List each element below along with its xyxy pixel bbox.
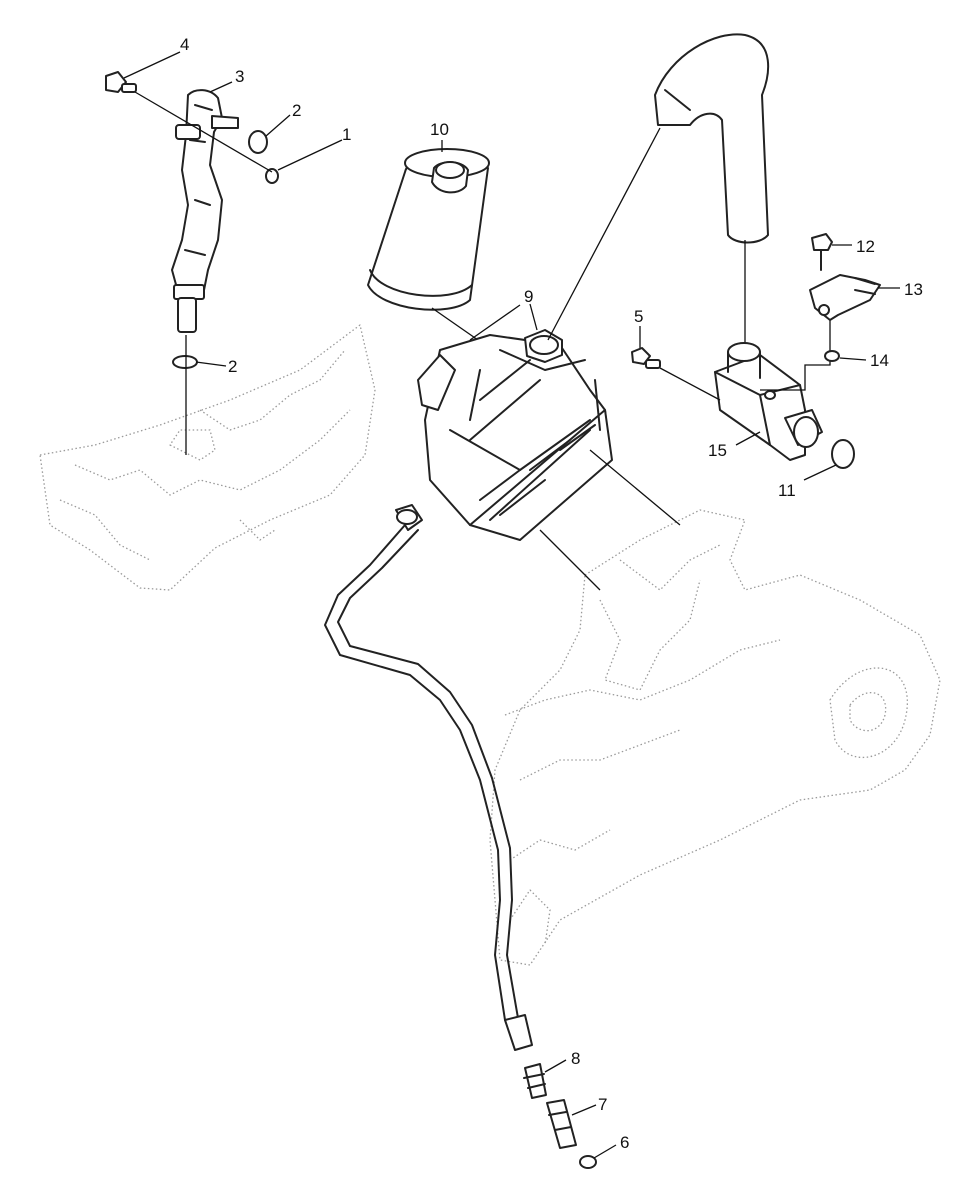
screw-axis-line xyxy=(659,367,721,401)
callout-12: 12 xyxy=(856,237,875,256)
callout-3: 3 xyxy=(235,67,244,86)
sensor xyxy=(809,274,881,321)
leader-14 xyxy=(839,357,867,361)
leader-8 xyxy=(544,1059,567,1073)
callout-10: 10 xyxy=(430,120,449,139)
o-ring-2-upper xyxy=(248,130,268,154)
bolt-axis-line xyxy=(134,91,273,173)
leader-11 xyxy=(803,464,837,481)
engine-housing-main xyxy=(489,509,941,966)
leader-7 xyxy=(571,1104,597,1116)
o-ring-1 xyxy=(265,168,279,184)
o-ring-2-lower xyxy=(172,355,198,369)
callout-6: 6 xyxy=(620,1133,629,1152)
pressure-regulator-valve xyxy=(714,342,823,461)
o-ring-14 xyxy=(824,350,840,362)
o-ring-6 xyxy=(579,1155,597,1169)
callout-5: 5 xyxy=(634,307,643,326)
callout-13: 13 xyxy=(904,280,923,299)
callout-8: 8 xyxy=(571,1049,580,1068)
drain-tube xyxy=(324,504,533,1051)
leader-4 xyxy=(123,51,181,79)
callout-1: 1 xyxy=(342,125,351,144)
leader-3 xyxy=(209,81,233,93)
filter-axis-line xyxy=(431,307,479,341)
callout-9: 9 xyxy=(524,287,533,306)
callout-4: 4 xyxy=(180,35,189,54)
callout-11: 11 xyxy=(778,481,796,500)
o-ring-11 xyxy=(831,439,855,469)
dipstick-tube xyxy=(171,89,239,333)
engine-housing-left xyxy=(39,324,376,591)
callout-14: 14 xyxy=(870,351,889,370)
bolt-12 xyxy=(811,233,833,271)
vent-hose xyxy=(654,33,770,244)
hose-to-separator-line xyxy=(547,127,661,341)
fitting-7 xyxy=(546,1099,577,1149)
leader-9 xyxy=(529,303,538,331)
bolt-4 xyxy=(105,71,137,93)
oil-separator-housing xyxy=(417,329,613,541)
callout-15: 15 xyxy=(708,441,727,460)
fitting-8 xyxy=(523,1063,547,1099)
screw-5 xyxy=(631,347,661,369)
separator-mount-lines xyxy=(469,304,681,591)
leader-15 xyxy=(735,431,761,446)
leader-2-lower xyxy=(195,361,227,367)
leader-2-upper xyxy=(265,114,291,137)
callout-2-upper: 2 xyxy=(292,101,301,120)
leader-6 xyxy=(593,1144,617,1159)
leader-1 xyxy=(277,139,343,171)
callout-7: 7 xyxy=(598,1095,607,1114)
callout-2-lower: 2 xyxy=(228,357,237,376)
sensor-axis-line xyxy=(760,320,831,391)
filter-element xyxy=(367,148,490,311)
